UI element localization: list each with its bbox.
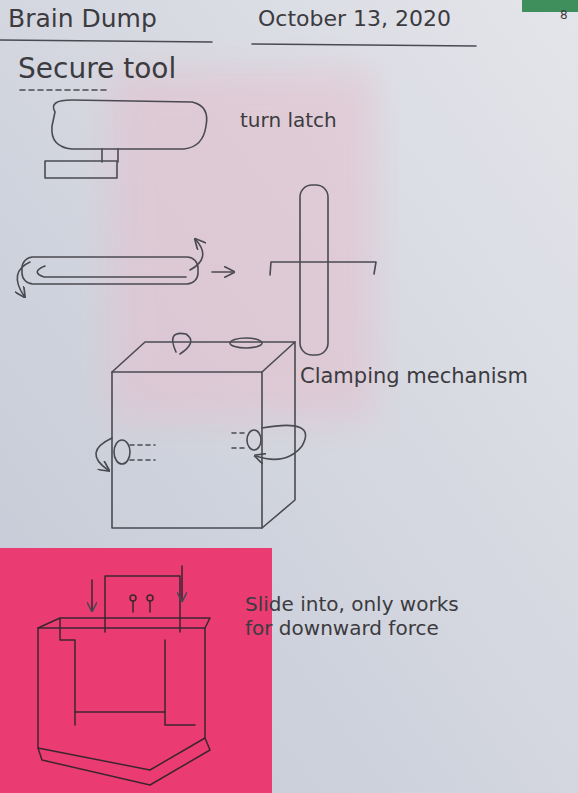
latch-slot xyxy=(37,266,186,277)
clamp-knob xyxy=(247,430,261,450)
clamp-knob xyxy=(114,440,130,464)
hidden-line xyxy=(130,433,246,460)
holder-base xyxy=(38,738,210,785)
sketch-note: Clamping mechanism xyxy=(300,364,570,389)
rotate-arrow xyxy=(256,425,306,459)
cube-front xyxy=(112,372,262,528)
plate-hole xyxy=(130,595,136,601)
section-heading: Secure tool xyxy=(18,52,238,86)
heading-underline xyxy=(20,89,110,91)
cube-top xyxy=(112,342,295,372)
holder-floor xyxy=(75,711,165,713)
transition-arrow xyxy=(212,271,233,273)
sticky-note xyxy=(0,548,272,793)
knob-stem xyxy=(102,149,118,162)
knob-cap xyxy=(52,100,207,149)
rotate-arrow xyxy=(17,262,30,296)
down-arrow xyxy=(91,580,93,610)
page-title: Brain Dump xyxy=(8,4,218,34)
plate-pin xyxy=(133,601,150,612)
green-tab xyxy=(522,0,578,12)
sketch-note: Slide into, only works for downward forc… xyxy=(245,592,480,640)
top-loop xyxy=(230,338,262,348)
title-underline xyxy=(0,40,212,42)
slide-plate xyxy=(105,576,180,632)
latch-crossbar xyxy=(270,262,376,275)
latch-bar-rotated xyxy=(300,185,328,355)
rotate-arrow xyxy=(190,240,203,270)
holder-rail xyxy=(38,618,210,725)
plate-hole xyxy=(147,595,153,601)
top-loop xyxy=(173,333,191,354)
date-underline xyxy=(252,44,476,46)
knob-base xyxy=(45,161,117,178)
down-arrow xyxy=(181,566,183,600)
holder-outline xyxy=(38,628,205,770)
rotate-arrow xyxy=(96,438,112,470)
sketch-note: turn latch xyxy=(240,108,400,132)
date: October 13, 2020 xyxy=(258,6,488,32)
latch-bar xyxy=(22,257,198,284)
page-number: 8 xyxy=(560,8,578,22)
cube-side xyxy=(262,342,295,528)
